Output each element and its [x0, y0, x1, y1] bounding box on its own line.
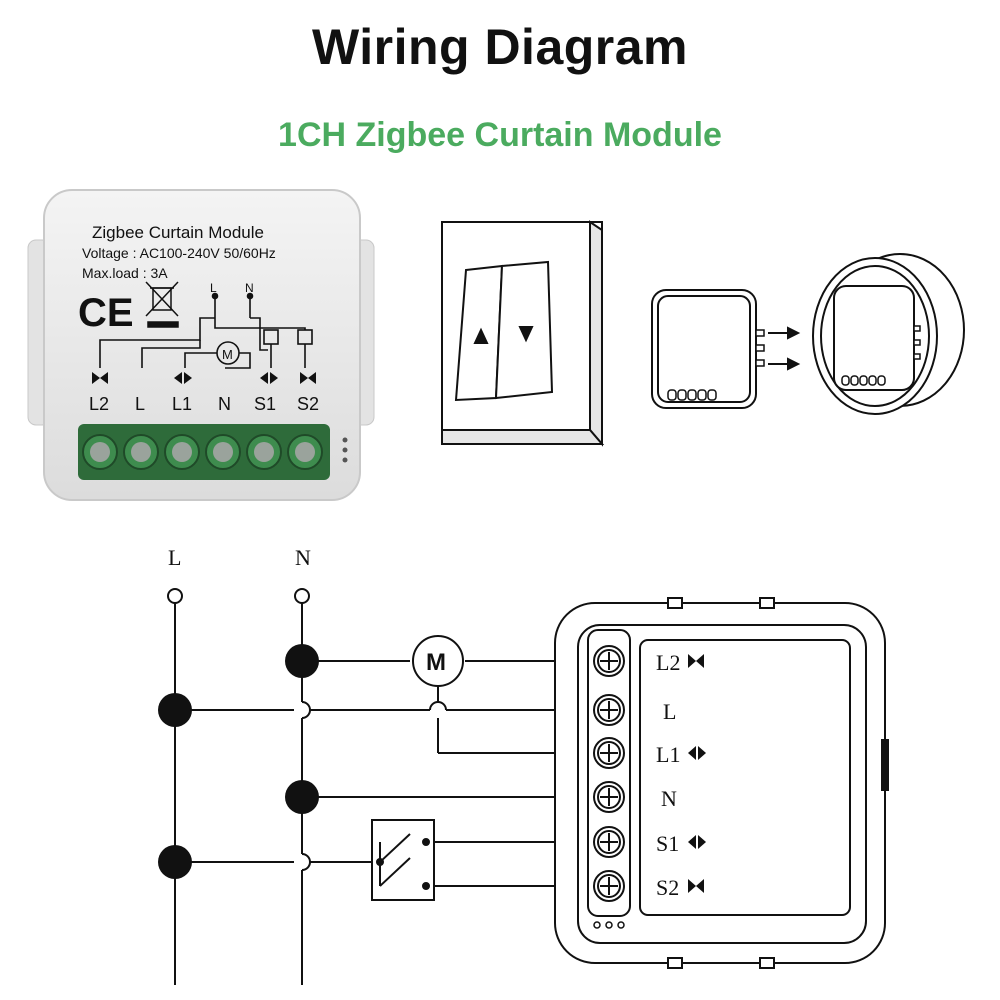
- schematic-terminals: [593, 645, 625, 902]
- module-name-label: Zigbee Curtain Module: [92, 223, 264, 242]
- module-maxload-label: Max.load : 3A: [82, 265, 168, 281]
- schematic-terminal-label: L2: [656, 650, 680, 675]
- arrow-right-icon: [787, 326, 801, 340]
- neutral-input-terminal: [294, 588, 310, 604]
- module-internal-circuit: [99, 292, 313, 369]
- terminal-screw-icon: [593, 826, 625, 858]
- module-inner-N: N: [245, 281, 254, 295]
- schematic-direction-icons: [688, 654, 706, 893]
- schematic-terminal-label: N: [661, 786, 677, 811]
- wiring-schematic: L N: [158, 545, 889, 985]
- terminal-screw-icon: [593, 645, 625, 677]
- schematic-terminal-label: S1: [656, 831, 679, 856]
- wall-switch-illustration: [441, 220, 605, 447]
- page-subtitle: 1CH Zigbee Curtain Module: [278, 116, 722, 154]
- module-photo: Zigbee Curtain Module Voltage : AC100-24…: [27, 189, 375, 501]
- module-terminal-label: N: [218, 394, 231, 414]
- up-arrow-icon: [473, 327, 489, 344]
- schematic-terminal-label: L1: [656, 742, 680, 767]
- terminal-screw-icon: [593, 781, 625, 813]
- junction-dot: [285, 780, 319, 814]
- line-input-terminal: [167, 588, 183, 604]
- module-inner-L: L: [210, 281, 217, 295]
- line-label: L: [168, 545, 181, 570]
- down-arrow-icon: [518, 326, 534, 343]
- terminal-screw-icon: [593, 870, 625, 902]
- module-voltage-label: Voltage : AC100-240V 50/60Hz: [82, 245, 276, 261]
- module-direction-arrows: [92, 372, 316, 384]
- module-terminal-label: L1: [172, 394, 192, 414]
- module-motor-symbol: M: [222, 347, 233, 362]
- arrow-right-icon: [787, 357, 801, 371]
- module-terminal-label: L2: [89, 394, 109, 414]
- page-title: Wiring Diagram: [311, 19, 689, 75]
- terminal-screw-icon: [593, 737, 625, 769]
- module-into-box-illustration: [651, 253, 965, 415]
- module-terminal-screws: [82, 434, 323, 470]
- junction-dot: [285, 644, 319, 678]
- weee-bin-icon: [145, 281, 179, 328]
- module-terminal-label: S2: [297, 394, 319, 414]
- motor-icon: [412, 635, 464, 687]
- module-terminal-label: L: [135, 394, 145, 414]
- motor-label: M: [426, 649, 446, 676]
- junction-dot: [158, 693, 192, 727]
- curtain-switch-icon: [371, 819, 435, 901]
- schematic-terminal-label: S2: [656, 875, 679, 900]
- module-terminal-label: S1: [254, 394, 276, 414]
- neutral-label: N: [295, 545, 311, 570]
- terminal-screw-icon: [593, 694, 625, 726]
- junction-dot: [158, 845, 192, 879]
- schematic-terminal-label: L: [663, 699, 676, 724]
- module-body: [43, 189, 361, 501]
- ce-mark-icon: CE: [78, 291, 134, 335]
